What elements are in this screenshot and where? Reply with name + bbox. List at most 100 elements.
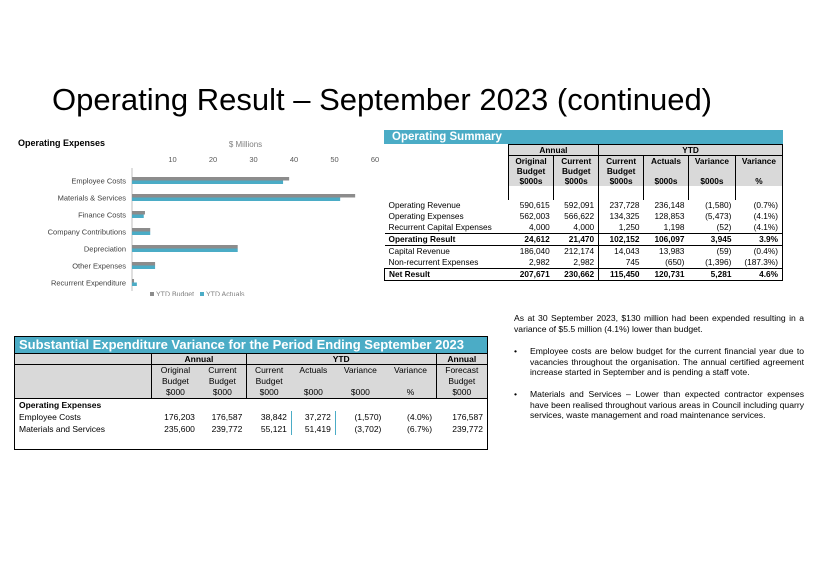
cell-value: 13,983 — [659, 246, 685, 256]
os-col-header-line: Actuals — [651, 156, 681, 166]
cell-value: 21,470 — [553, 233, 599, 246]
legend-label: YTD Actuals — [206, 292, 245, 297]
vt-col-header-line: Original — [160, 365, 191, 375]
bullet-glyph: • — [514, 388, 518, 399]
bar — [132, 194, 356, 198]
cell-value: 14,043 — [598, 245, 644, 257]
commentary-intro: As at 30 September 2023, $130 million ha… — [514, 313, 804, 334]
operating-summary-banner: Operating Summary — [384, 130, 783, 144]
bar — [132, 248, 238, 252]
cell-value: 176,587 — [211, 412, 243, 422]
os-group-ytd: YTD — [598, 144, 783, 156]
category-label: Other Expenses — [72, 262, 126, 271]
cell-value: 4,000 — [573, 222, 595, 232]
vt-col-header-line: Variance — [343, 365, 377, 375]
cell-value: (3,702) — [354, 424, 382, 434]
vt-col-header-line: Budget — [448, 376, 476, 386]
os-col-header-line: $000s — [519, 176, 543, 186]
vt-col-header-line: % — [406, 387, 415, 397]
bar — [132, 282, 137, 286]
cell-value: 562,003 — [519, 211, 550, 221]
cell-value: 237,728 — [598, 200, 644, 211]
cell-value: 24,612 — [508, 233, 554, 246]
row-label: Recurrent Capital Expenses — [388, 222, 492, 232]
variance-table-banner: Substantial Expenditure Variance for the… — [15, 337, 487, 353]
vt-col-header-line: Budget — [161, 376, 189, 386]
cell-value: (187.3%) — [735, 257, 784, 269]
vt-group-ytd: YTD — [245, 353, 437, 365]
cell-value: 3,945 — [688, 233, 736, 246]
vt-col-header-line: Current — [254, 365, 284, 375]
tick-label: 40 — [290, 155, 298, 164]
cell-value: 745 — [598, 257, 644, 269]
os-col-header-line: Budget — [516, 166, 546, 176]
cell-value: (4.1%) — [735, 222, 784, 234]
legend-label: YTD Budget — [156, 292, 194, 297]
cell-value: 5,281 — [688, 268, 736, 281]
bar — [132, 214, 144, 218]
vt-col-header-line: $000 — [350, 387, 370, 397]
cell-value: 55,121 — [246, 423, 292, 435]
vt-col-header-line — [389, 376, 431, 387]
chart-title: Operating Expenses — [18, 138, 106, 148]
category-label: Employee Costs — [71, 177, 126, 186]
cell-value: (0.4%) — [735, 245, 784, 257]
vt-col-header-line: $000 — [452, 387, 472, 397]
os-col-header-line — [648, 166, 684, 176]
cell-value: (650) — [665, 257, 685, 267]
vt-col-header-line: Current — [208, 365, 237, 375]
tick-label: 20 — [209, 155, 217, 164]
bar — [132, 279, 135, 283]
os-col-header-line: Budget — [561, 166, 591, 176]
row-label: Materials and Services — [19, 424, 105, 434]
row-label: Operating Revenue — [388, 200, 461, 210]
row-label: Operating Expenses — [388, 211, 464, 221]
cell-value: 1,250 — [598, 222, 644, 234]
page-title: Operating Result – September 2023 (conti… — [52, 82, 713, 117]
chart-unit-label: $ Millions — [229, 140, 262, 149]
category-label: Company Contributions — [48, 228, 127, 237]
os-col-header-line: % — [755, 176, 763, 186]
cell-value: (0.7%) — [735, 200, 784, 211]
os-col-header-line: Current — [561, 156, 592, 166]
legend-swatch — [200, 292, 204, 296]
cell-value: (52) — [716, 222, 732, 232]
commentary-bullet-text: Employee costs are below budget for the … — [530, 346, 804, 378]
cell-value: 2,982 — [573, 257, 595, 267]
cell-value: 115,450 — [598, 268, 644, 281]
tick-label: 30 — [249, 155, 257, 164]
cell-value: 230,662 — [553, 268, 599, 281]
cell-value: (1,580) — [705, 200, 732, 210]
category-label: Finance Costs — [78, 211, 126, 220]
vt-col-header-line: Variance — [394, 365, 427, 375]
vt-section-label: Operating Expenses — [15, 398, 152, 411]
bar — [132, 262, 156, 266]
cell-value: (4.1%) — [735, 211, 784, 222]
vt-col-header-line: Actuals — [299, 365, 328, 375]
cell-value: 186,040 — [519, 246, 550, 256]
row-label: Employee Costs — [19, 412, 81, 422]
os-col-header-line: Variance — [694, 156, 729, 166]
commentary: As at 30 September 2023, $130 million ha… — [514, 313, 804, 432]
cell-value: (1,570) — [354, 412, 382, 422]
commentary-bullet: •Employee costs are below budget for the… — [514, 346, 804, 378]
cell-value: 176,587 — [452, 412, 483, 422]
cell-value: 207,671 — [508, 268, 554, 281]
bar — [132, 245, 238, 249]
os-col-header: Variance % — [734, 155, 784, 186]
bar — [132, 231, 151, 235]
tick-label: 60 — [371, 155, 379, 164]
cell-value: 128,853 — [654, 211, 685, 221]
